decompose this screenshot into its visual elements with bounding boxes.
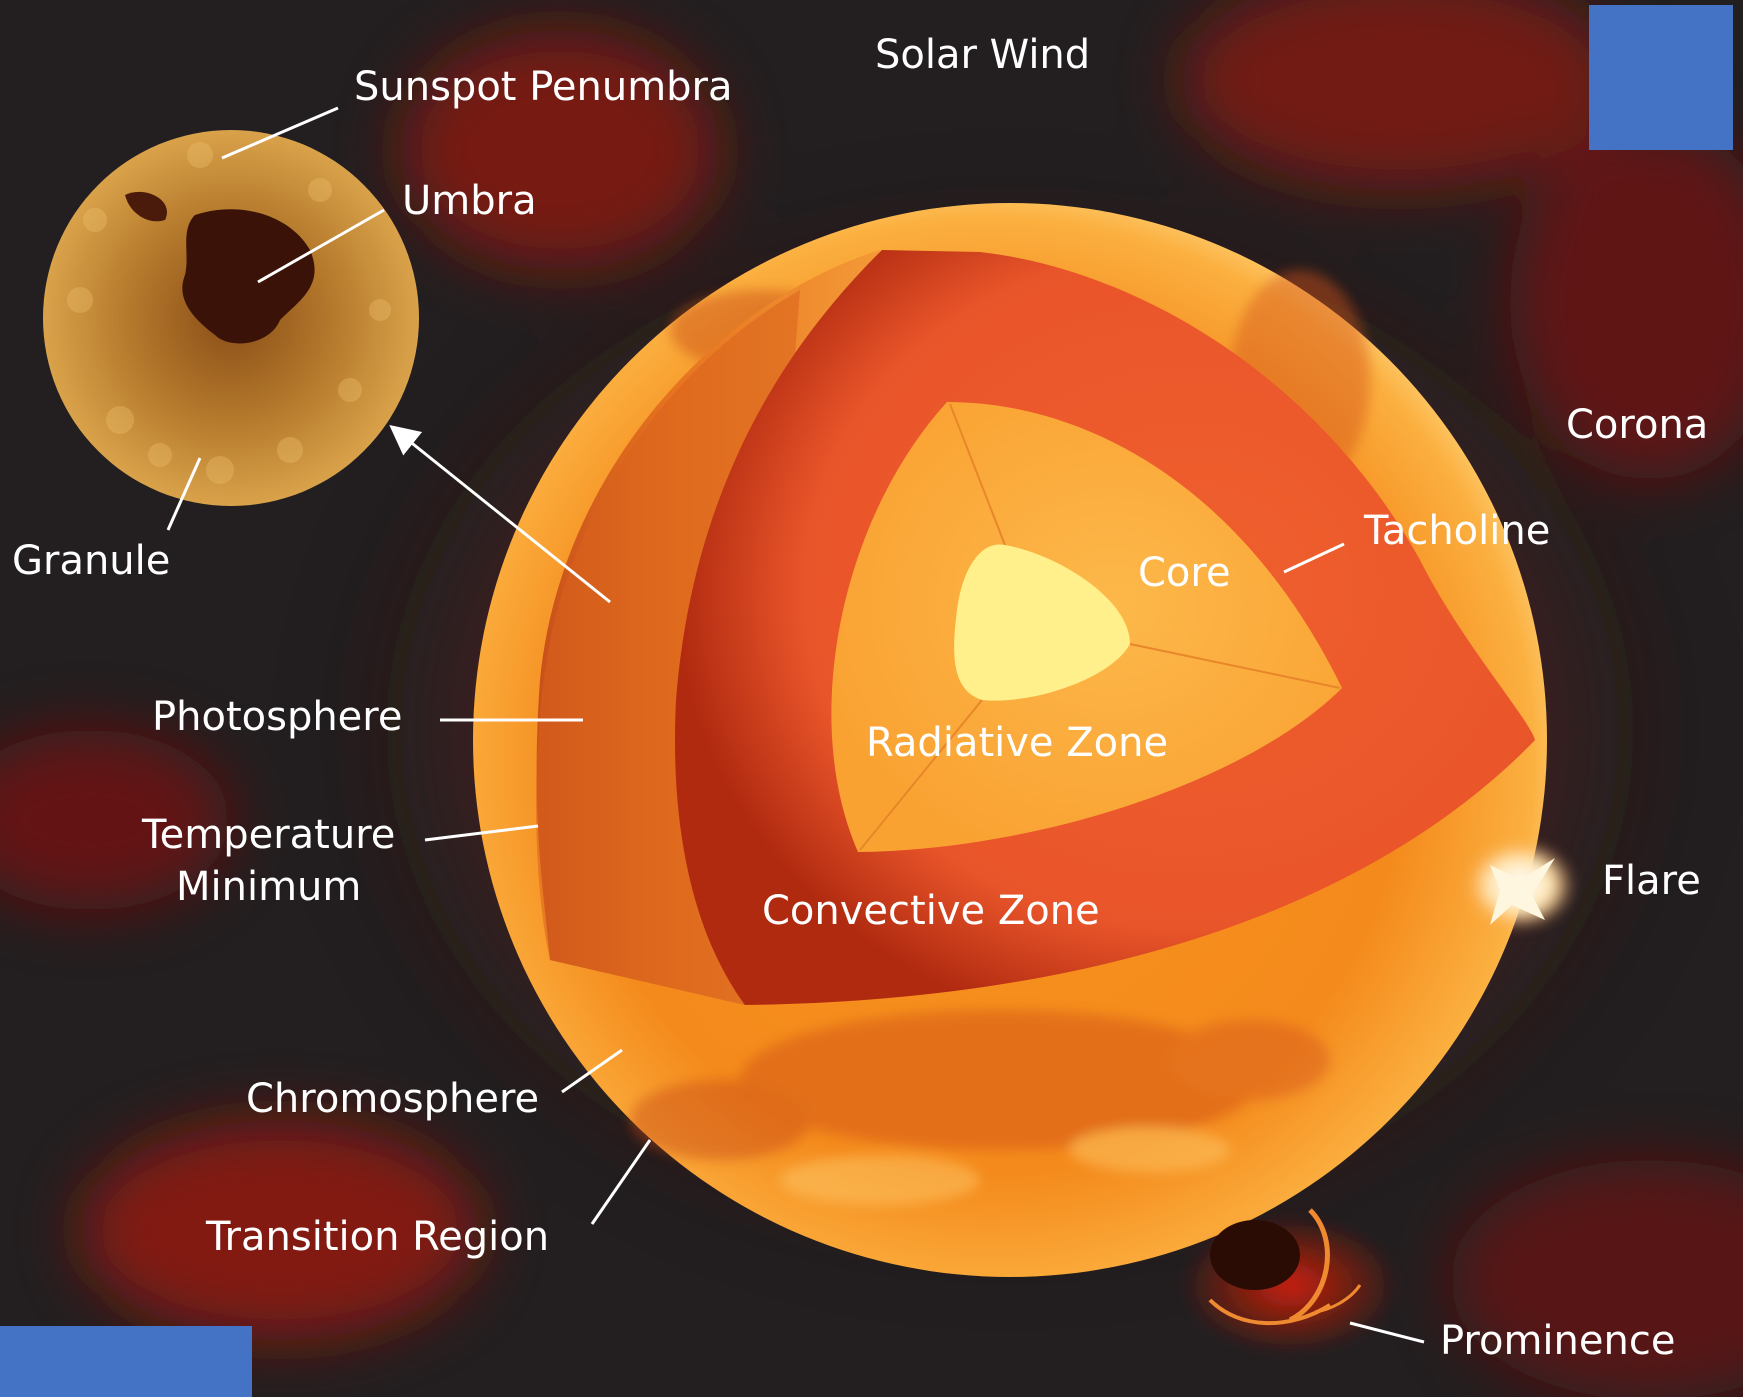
label-umbra: Umbra	[402, 178, 537, 224]
label-sunspot-penumbra: Sunspot Penumbra	[354, 64, 733, 110]
placeholder-box-top-right	[1589, 5, 1733, 150]
label-granule: Granule	[12, 538, 170, 584]
placeholder-box-bottom-left	[0, 1326, 252, 1397]
label-temperature-minimum-line1: Temperature	[141, 812, 395, 858]
label-radiative-zone: Radiative Zone	[866, 720, 1168, 766]
flare	[1465, 840, 1575, 930]
label-corona: Corona	[1566, 402, 1708, 448]
label-transition-region: Transition Region	[205, 1214, 549, 1260]
sunspot-inset	[43, 130, 419, 506]
label-core: Core	[1138, 550, 1231, 596]
label-chromosphere: Chromosphere	[246, 1076, 539, 1122]
label-photosphere: Photosphere	[152, 694, 402, 740]
label-tacholine: Tacholine	[1363, 508, 1550, 554]
label-solar-wind: Solar Wind	[875, 32, 1090, 78]
label-temperature-minimum-line2: Minimum	[176, 864, 361, 910]
label-prominence: Prominence	[1440, 1318, 1675, 1364]
label-flare: Flare	[1602, 858, 1701, 904]
label-convective-zone: Convective Zone	[762, 888, 1100, 934]
